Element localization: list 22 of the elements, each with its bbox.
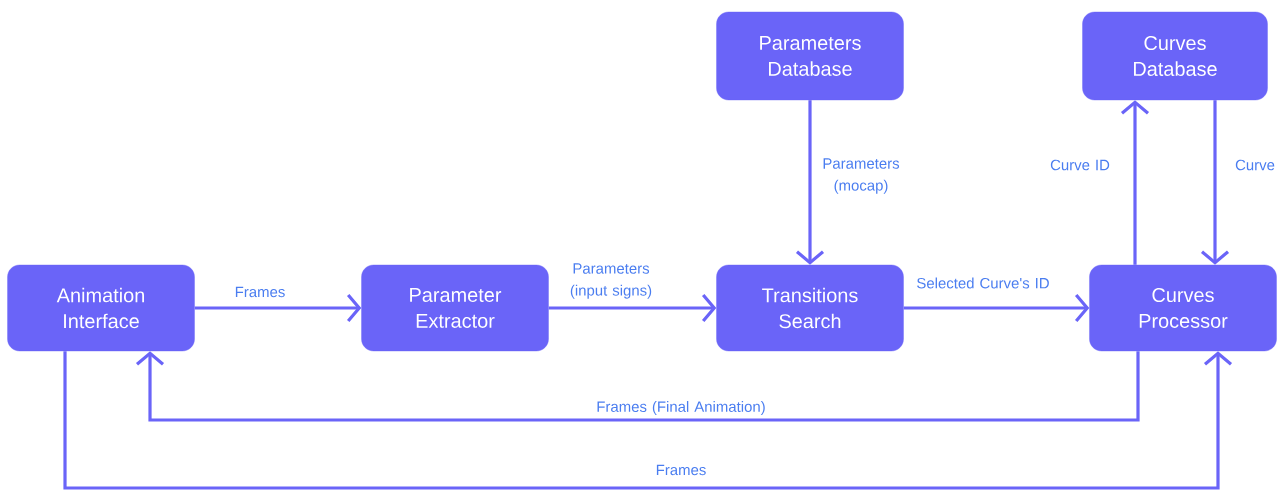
- arrow: [1200, 100, 1230, 265]
- edge-label: Parameters (mocap): [823, 158, 900, 194]
- process-box: Parameters Database: [716, 11, 904, 101]
- edge-label: Curve: [1235, 159, 1275, 171]
- edge-label: Selected Curve's ID: [917, 277, 1049, 289]
- process-box: Parameter Extractor: [361, 264, 549, 352]
- arrow: [194, 293, 362, 323]
- arrow: [548, 293, 717, 323]
- edge-label: Parameters (input signs): [570, 263, 652, 299]
- process-box: Animation Interface: [7, 264, 195, 352]
- process-box: Transitions Search: [716, 264, 904, 352]
- edge-label: Frames: [656, 464, 706, 476]
- edge-label: Curve ID: [1050, 159, 1110, 171]
- process-box: Curves Processor: [1089, 264, 1277, 352]
- process-box: Curves Database: [1082, 11, 1268, 101]
- arrow: [903, 293, 1090, 323]
- arrow: [1120, 100, 1150, 265]
- arrow: [63, 351, 1233, 490]
- arrow: [135, 351, 1140, 422]
- arrow: [795, 100, 825, 265]
- edge-label: Frames (Final Animation): [597, 401, 765, 415]
- edge-label: Frames: [235, 286, 285, 298]
